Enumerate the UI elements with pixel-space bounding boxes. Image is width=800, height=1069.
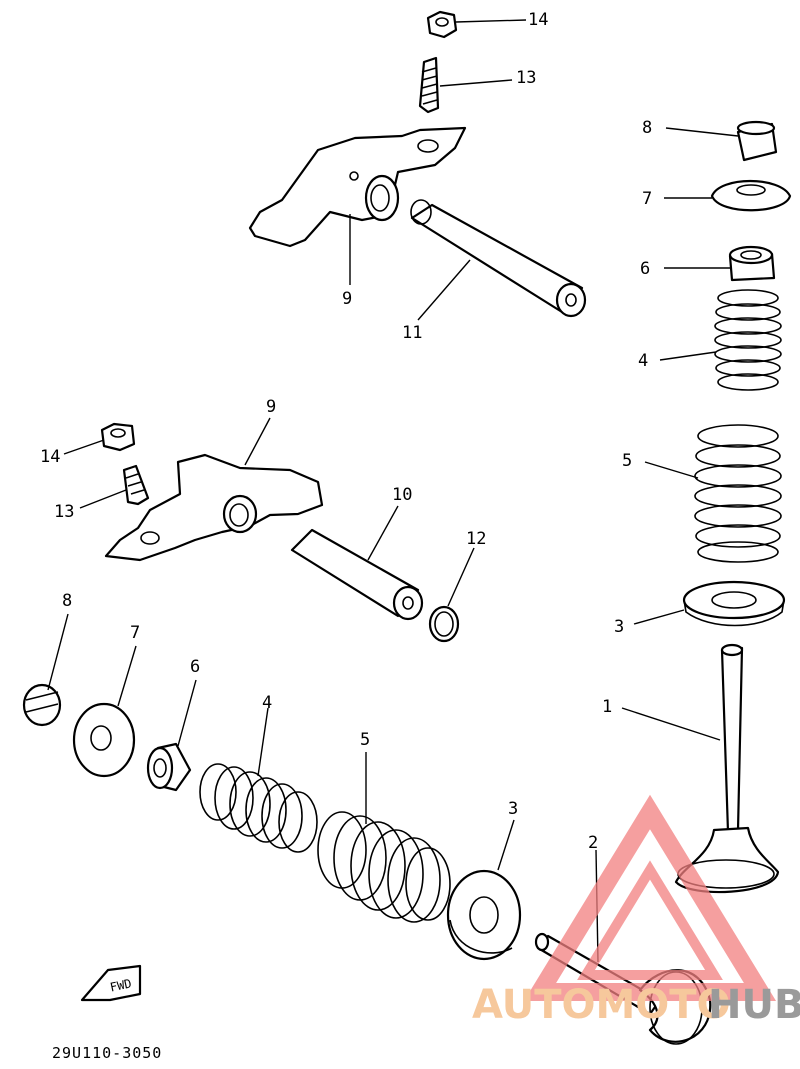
callout-7-bottom: 7 [130,623,140,643]
right-inner-spring [714,289,782,391]
callout-10: 10 [392,485,412,505]
mid-rocker-nut [100,422,136,452]
callout-6-bottom: 6 [190,657,200,677]
bottom-outer-spring [317,811,451,923]
top-rocker-nut [426,10,458,39]
watermark-logo [523,794,777,1001]
right-stem-seal [728,245,776,282]
mid-rocker-arm [104,453,324,562]
right-spring-seat [682,580,786,627]
mid-adjust-screw [122,464,150,506]
callout-14-top: 14 [528,10,548,30]
right-spring-retainer [710,180,792,212]
callout-8-right: 8 [642,118,652,138]
callout-4-right: 4 [638,351,648,371]
top-adjust-screw [418,56,440,114]
callout-6-right: 6 [640,259,650,279]
callout-9-top: 9 [342,289,352,309]
callout-5-bottom: 5 [360,730,370,750]
callout-13-top: 13 [516,68,536,88]
right-valve [674,643,780,894]
bottom-inner-spring [199,763,318,853]
right-outer-spring [694,424,782,563]
callout-9-mid: 9 [266,397,276,417]
callout-13-mid: 13 [54,502,74,522]
callout-1: 1 [602,697,612,717]
fwd-label: FWD [109,976,133,994]
callout-14-mid: 14 [40,447,60,467]
callout-8-bottom: 8 [62,591,72,611]
top-rocker-shaft [410,199,587,318]
fwd-arrow: FWD [80,964,142,1002]
callout-4-bottom: 4 [262,693,272,713]
watermark-text-hub: HUB [708,982,800,1028]
callout-2: 2 [588,833,598,853]
bottom-stem-seal [146,742,192,792]
callout-11: 11 [402,323,422,343]
callout-5-right: 5 [622,451,632,471]
mid-rocker-shaft [290,528,424,621]
callout-12: 12 [466,529,486,549]
top-rocker-arm [248,126,467,248]
callout-7-right: 7 [642,189,652,209]
callout-3-bottom: 3 [508,799,518,819]
watermark-text-automoto: AUTOMOTO [472,982,731,1028]
diagram-code: 29U110-3050 [52,1044,162,1062]
right-valve-key [736,120,778,162]
bottom-valve-key [22,683,62,727]
mid-shaft-oring [428,605,460,643]
bottom-spring-seat [446,869,522,961]
callout-3-right: 3 [614,617,624,637]
bottom-spring-retainer [72,702,136,778]
